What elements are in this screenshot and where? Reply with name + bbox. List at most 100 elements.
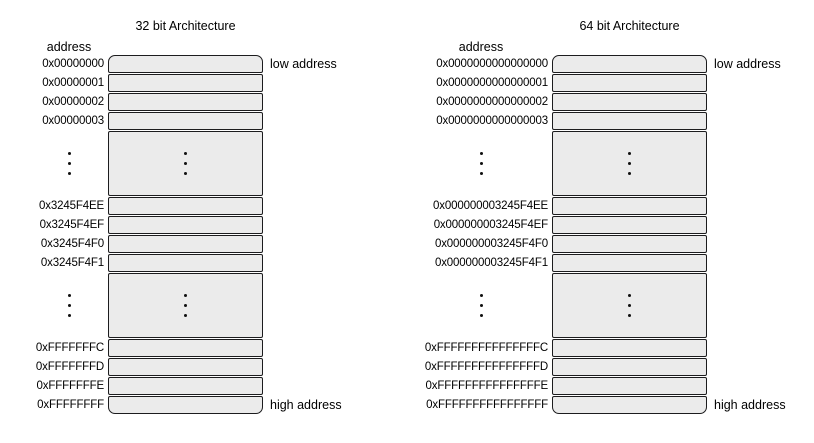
memory-row: 0x0000000000000003: [400, 112, 807, 130]
memory-row: 0x000000003245F4F1: [400, 254, 807, 272]
diagram-64bit-header: address 64 bit Architecture: [400, 14, 807, 55]
vertical-ellipsis-icon: [628, 152, 631, 175]
memory-row: 0x0000000000000002: [400, 93, 807, 111]
diagram-64bit: address 64 bit Architecture 0x0000000000…: [400, 14, 807, 415]
memory-row: 0x00000001: [0, 74, 400, 92]
address-ellipsis: [400, 294, 548, 317]
memory-row: 0xFFFFFFFF high address: [0, 396, 400, 414]
address-label: 0xFFFFFFFFFFFFFFFF: [426, 399, 548, 411]
memory-cell: [552, 235, 707, 253]
memory-cell: [552, 74, 707, 92]
address-label: 0xFFFFFFFE: [36, 380, 105, 392]
memory-row: 0x00000003: [0, 112, 400, 130]
memory-gap-row: [0, 131, 400, 196]
memory-cell: [552, 216, 707, 234]
memory-row: 0x3245F4EE: [0, 197, 400, 215]
memory-cell: [552, 396, 707, 414]
address-label: 0x000000003245F4EE: [433, 200, 548, 212]
address-label: 0x0000000000000001: [436, 77, 548, 89]
memory-row: 0xFFFFFFFFFFFFFFFF high address: [400, 396, 807, 414]
memory-column: 0x00000000 low address 0x00000001 0x0000000…: [0, 55, 400, 415]
memory-gap-row: [400, 131, 807, 196]
address-label: 0x00000000: [42, 58, 104, 70]
memory-cell: [108, 216, 263, 234]
address-label: 0x00000001: [42, 77, 104, 89]
high-address-label: high address: [270, 398, 342, 412]
diagram-32bit: address 32 bit Architecture 0x00000000 lo…: [0, 14, 400, 415]
memory-gap-row: [400, 273, 807, 338]
memory-row: 0xFFFFFFFFFFFFFFFC: [400, 339, 807, 357]
memory-row: 0x000000003245F4EE: [400, 197, 807, 215]
memory-cell: [552, 377, 707, 395]
memory-row: 0x000000003245F4EF: [400, 216, 807, 234]
address-label: 0x0000000000000000: [436, 58, 548, 70]
memory-row: 0x0000000000000000 low address: [400, 55, 807, 73]
memory-cell: [108, 112, 263, 130]
address-label: 0xFFFFFFFFFFFFFFFE: [425, 380, 549, 392]
memory-cell: [108, 254, 263, 272]
memory-row: 0x3245F4F0: [0, 235, 400, 253]
address-label: 0x3245F4EE: [39, 200, 104, 212]
address-column-heading: address: [46, 40, 92, 54]
low-address-label: low address: [270, 57, 337, 71]
vertical-ellipsis-icon: [184, 152, 187, 175]
address-ellipsis: [0, 152, 104, 175]
address-label: 0xFFFFFFFD: [35, 361, 104, 373]
memory-cell: [552, 55, 707, 73]
address-label: 0x0000000000000003: [436, 115, 548, 127]
address-label: 0x000000003245F4F0: [434, 238, 548, 250]
address-label: 0x00000003: [42, 115, 104, 127]
memory-gap-row: [0, 273, 400, 338]
memory-row: 0x00000002: [0, 93, 400, 111]
memory-cell: [108, 197, 263, 215]
memory-row: 0xFFFFFFFFFFFFFFFD: [400, 358, 807, 376]
vertical-ellipsis-icon: [628, 294, 631, 317]
memory-row: 0x000000003245F4F0: [400, 235, 807, 253]
address-label: 0x3245F4F1: [40, 257, 104, 269]
memory-cell: [552, 112, 707, 130]
address-label: 0x000000003245F4F1: [434, 257, 548, 269]
memory-gap-cell: [108, 273, 263, 338]
address-label: 0xFFFFFFFF: [37, 399, 104, 411]
memory-cell: [108, 396, 263, 414]
address-label: 0xFFFFFFFFFFFFFFFC: [424, 342, 548, 354]
memory-row: 0xFFFFFFFD: [0, 358, 400, 376]
memory-diagrams-canvas: address 32 bit Architecture 0x00000000 lo…: [0, 14, 807, 415]
vertical-ellipsis-icon: [479, 294, 483, 317]
low-address-label: low address: [714, 57, 781, 71]
memory-row: 0x3245F4F1: [0, 254, 400, 272]
vertical-ellipsis-icon: [67, 294, 71, 317]
vertical-ellipsis-icon: [184, 294, 187, 317]
address-label: 0x3245F4F0: [40, 238, 104, 250]
address-label: 0xFFFFFFFFFFFFFFFD: [424, 361, 548, 373]
high-address-label: high address: [714, 398, 786, 412]
memory-gap-cell: [552, 273, 707, 338]
memory-row: 0xFFFFFFFC: [0, 339, 400, 357]
memory-gap-cell: [552, 131, 707, 196]
memory-row: 0x3245F4EF: [0, 216, 400, 234]
address-label: 0x00000002: [42, 96, 104, 108]
memory-row: 0xFFFFFFFE: [0, 377, 400, 395]
address-ellipsis: [0, 294, 104, 317]
vertical-ellipsis-icon: [479, 152, 483, 175]
diagram-title: 32 bit Architecture: [135, 19, 236, 33]
memory-cell: [552, 197, 707, 215]
memory-row: 0x0000000000000001: [400, 74, 807, 92]
memory-cell: [108, 358, 263, 376]
memory-cell: [108, 377, 263, 395]
address-label: 0x3245F4EF: [39, 219, 105, 231]
memory-gap-cell: [108, 131, 263, 196]
memory-cell: [108, 55, 263, 73]
address-label: 0x0000000000000002: [436, 96, 548, 108]
memory-cell: [552, 93, 707, 111]
memory-cell: [552, 339, 707, 357]
memory-row: 0xFFFFFFFFFFFFFFFE: [400, 377, 807, 395]
address-label: 0x000000003245F4EF: [433, 219, 548, 231]
vertical-ellipsis-icon: [67, 152, 71, 175]
address-label: 0xFFFFFFFC: [35, 342, 104, 354]
memory-cell: [108, 93, 263, 111]
memory-cell: [108, 235, 263, 253]
memory-cell: [552, 254, 707, 272]
memory-cell: [108, 74, 263, 92]
